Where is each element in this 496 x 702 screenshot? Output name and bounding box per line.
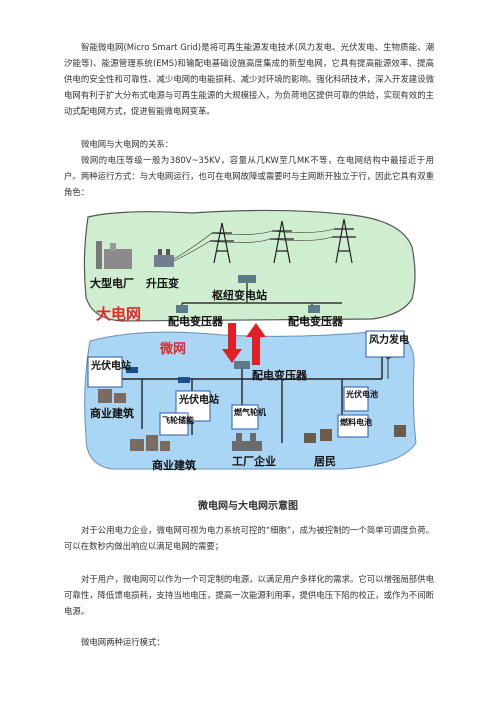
grid-area <box>83 209 416 322</box>
label-step-up: 升压变 <box>146 276 179 290</box>
label-factory: 工厂企业 <box>232 454 276 468</box>
label-commercial-2: 商业建筑 <box>152 458 196 472</box>
transformer-icon <box>154 249 174 267</box>
solar-panel-icon <box>126 367 190 383</box>
label-flywheel: 飞轮储能 <box>162 415 194 425</box>
modes-heading: 微电网两种运行模式： <box>81 637 165 647</box>
label-big-plant: 大型电厂 <box>90 276 134 290</box>
power-plant-icon <box>96 241 132 269</box>
label-pv-mid: 光伏电站 <box>178 393 219 406</box>
arrow-down-icon <box>222 323 242 363</box>
label-pv-cell: 光伏电池 <box>345 389 378 399</box>
intro-paragraph: 智能微电网(Micro Smart Grid)是将可再生能源发电技术(风力发电、… <box>64 42 434 116</box>
label-dist-micro: 配电变压器 <box>252 368 308 382</box>
label-wind: 风力发电 <box>369 333 409 346</box>
utility-paragraph: 对于公用电力企业，微电网可视为电力系统可控的“细胞”，成为被控制的一个简单可调度… <box>64 525 434 551</box>
relation-heading: 微电网与大电网的关系： <box>81 139 174 149</box>
hub-station-icon <box>238 275 256 283</box>
relation-paragraph: 微网的电压等级一般为380V~35KV，容量从几KW至几MK不等，在电网结构中最… <box>64 155 434 197</box>
label-gas-turbine: 燃气轮机 <box>234 407 266 417</box>
arrow-up-icon <box>246 323 266 365</box>
label-commercial-1: 商业建筑 <box>90 406 134 420</box>
building-icon <box>98 389 170 451</box>
label-residents: 居民 <box>314 455 336 468</box>
transmission-tower-icon <box>210 218 356 264</box>
label-dist-left: 配电变压器 <box>168 314 224 328</box>
label-pv-left: 光伏电站 <box>90 359 131 372</box>
label-fuel-cell: 燃料电池 <box>340 417 372 427</box>
house-icon <box>304 425 406 443</box>
label-hub-station: 枢纽变电站 <box>212 288 267 302</box>
transformer-icon <box>234 361 250 369</box>
power-lines <box>173 228 335 262</box>
label-dist-right: 配电变压器 <box>288 314 344 328</box>
microgrid-diagram: 大型电厂 升压变 枢纽变电站 配电变压器 配电变压器 配电变压器 商业建筑 商业… <box>83 209 417 472</box>
user-paragraph: 对于用户，微电网可以作为一个可定制的电源，以满足用户多样化的需求。它可以增强局部… <box>64 574 434 616</box>
figure-caption: 微电网与大电网示意图 <box>198 501 298 512</box>
transformer-icon <box>308 305 320 313</box>
factory-icon <box>232 433 262 451</box>
label-big-grid: 大电网 <box>96 305 141 323</box>
transformer-icon <box>176 305 188 313</box>
label-microgrid: 微网 <box>159 341 186 357</box>
